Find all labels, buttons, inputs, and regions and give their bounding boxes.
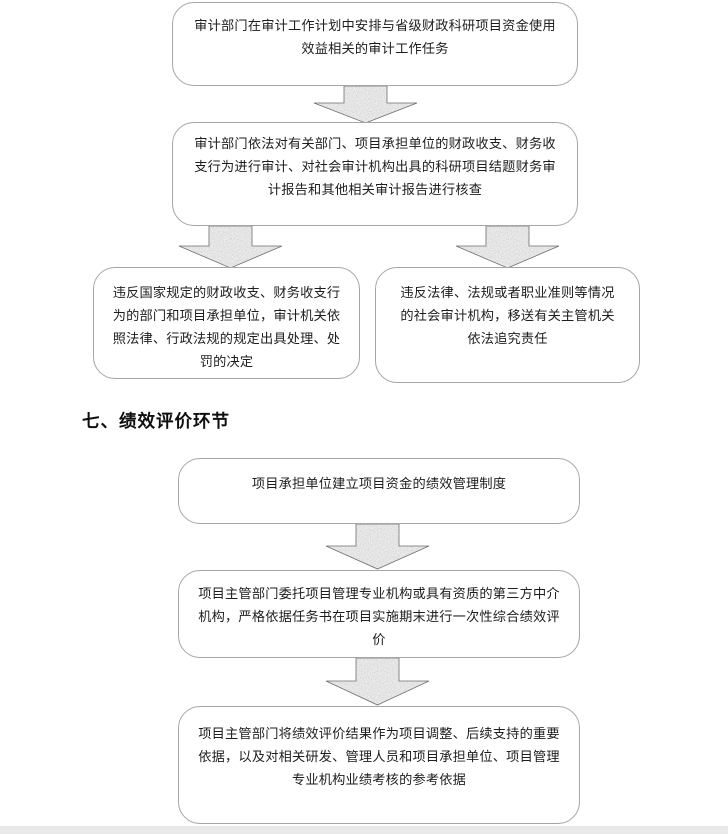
flow-node-audit-plan[interactable]: 审计部门在审计工作计划中安排与省级财政科研项目资金使用效益相关的审计工作任务 <box>172 2 578 86</box>
flow-node-perf-apply[interactable]: 项目主管部门将绩效评价结果作为项目调整、后续支持的重要依据，以及对相关研发、管理… <box>178 706 580 824</box>
flow-node-text: 审计部门在审计工作计划中安排与省级财政科研项目资金使用效益相关的审计工作任务 <box>194 19 556 57</box>
flow-node-audit-execute[interactable]: 审计部门依法对有关部门、项目承担单位的财政收支、财务收支行为进行审计、对社会审计… <box>172 122 578 226</box>
flow-node-text: 违反国家规定的财政收支、财务收支行为的部门和项目承担单位，审计机关依照法律、行政… <box>112 286 341 370</box>
down-block-arrow-icon <box>325 524 430 570</box>
down-block-arrow-icon <box>325 658 430 706</box>
flow-node-audit-result-left[interactable]: 违反国家规定的财政收支、财务收支行为的部门和项目承担单位，审计机关依照法律、行政… <box>93 267 360 379</box>
section-heading-performance: 七、绩效评价环节 <box>82 412 230 432</box>
down-block-arrow-icon <box>313 86 418 124</box>
flow-node-text: 审计部门依法对有关部门、项目承担单位的财政收支、财务收支行为进行审计、对社会审计… <box>194 137 556 198</box>
flow-node-text: 违反法律、法规或者职业准则等情况的社会审计机构，移送有关主管机关依法追究责任 <box>400 286 615 347</box>
flow-node-perf-system[interactable]: 项目承担单位建立项目资金的绩效管理制度 <box>178 458 580 524</box>
flow-node-text: 项目主管部门委托项目管理专业机构或具有资质的第三方中介机构，严格依据任务书在项目… <box>198 587 560 648</box>
page-bottom-band <box>0 826 728 834</box>
flow-node-audit-result-right[interactable]: 违反法律、法规或者职业准则等情况的社会审计机构，移送有关主管机关依法追究责任 <box>375 267 640 383</box>
flow-node-text: 项目主管部门将绩效评价结果作为项目调整、后续支持的重要依据，以及对相关研发、管理… <box>198 727 560 788</box>
down-block-arrow-icon <box>178 226 283 269</box>
flow-node-text: 项目承担单位建立项目资金的绩效管理制度 <box>251 477 507 492</box>
flow-node-perf-evaluate[interactable]: 项目主管部门委托项目管理专业机构或具有资质的第三方中介机构，严格依据任务书在项目… <box>178 570 580 658</box>
down-block-arrow-icon <box>455 226 560 269</box>
